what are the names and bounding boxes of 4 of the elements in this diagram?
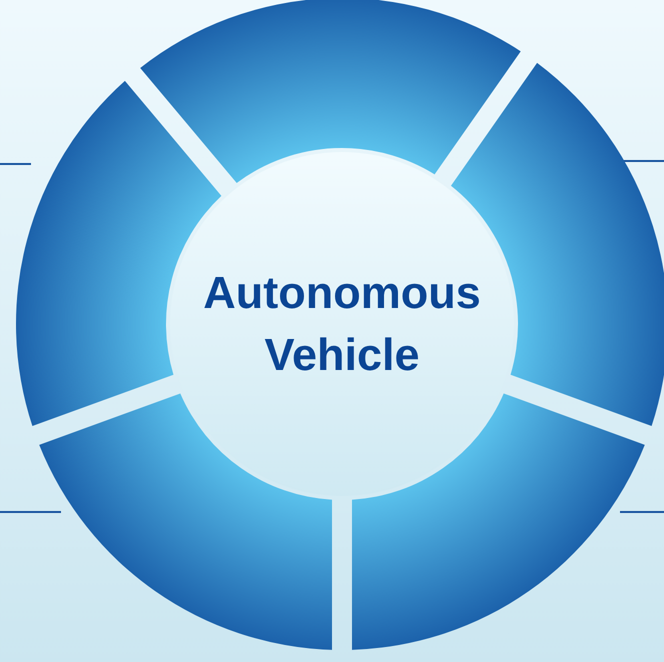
ring-segment	[352, 394, 645, 650]
ring-segment	[140, 0, 521, 183]
ring-segment	[39, 394, 332, 650]
center-title: Autonomous Vehicle	[202, 266, 482, 382]
